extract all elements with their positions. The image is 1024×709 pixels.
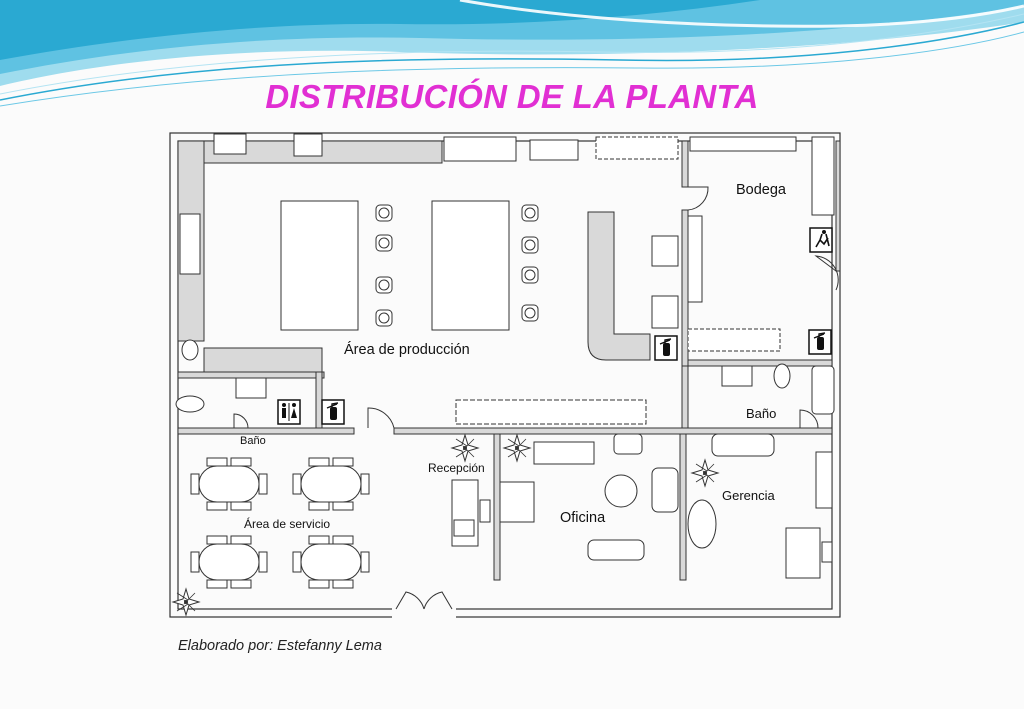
label-production: Área de producción — [344, 341, 470, 358]
shelf-bodega-right — [811, 136, 835, 216]
office-chair — [613, 433, 643, 455]
gerencia-meeting-table — [687, 499, 717, 549]
doors — [367, 186, 839, 610]
restroom-icon — [277, 399, 301, 425]
wall-office-left — [493, 433, 501, 581]
wave-highlight — [459, 0, 1024, 28]
wall-bath-right-top — [687, 359, 833, 367]
office-desk-side — [499, 481, 535, 523]
bath-sink-left — [235, 377, 267, 399]
front-door-gap — [392, 607, 456, 619]
wall-mid-horizontal — [177, 427, 355, 435]
shelf-bodega-bottom — [687, 328, 781, 352]
label-bathroom-left: Baño — [240, 435, 266, 447]
door-front-right — [423, 591, 453, 610]
wave-line-2 — [0, 31, 1024, 107]
shelf-bodega-left — [687, 215, 703, 303]
outer-wall-outline — [169, 132, 841, 618]
page-title: DISTRIBUCIÓN DE LA PLANTA — [265, 78, 759, 115]
stove-top — [529, 139, 579, 161]
wall-bodega-left — [681, 140, 689, 188]
office-sofa-bottom — [587, 539, 645, 561]
sink-small — [181, 339, 199, 361]
plant-icon — [691, 459, 719, 487]
office-sofa-right — [651, 467, 679, 513]
counter-curved — [587, 211, 651, 361]
label-service: Área de servicio — [244, 516, 330, 531]
bath-sink-right — [721, 365, 753, 387]
emergency-exit-icon — [809, 227, 833, 253]
plant-icon — [503, 434, 531, 462]
appliance-1 — [213, 133, 247, 155]
sink-left — [179, 213, 201, 275]
wall-bath-left-top — [177, 371, 325, 379]
gerencia-sofa — [711, 433, 775, 457]
wall-mid-horizontal-2 — [393, 427, 833, 435]
label-warehouse: Bodega — [736, 182, 787, 198]
office-furniture — [499, 433, 833, 579]
plant-icon — [172, 588, 200, 616]
fire-extinguisher-icon — [654, 335, 678, 361]
production-tables — [280, 200, 510, 331]
door-bodega — [687, 186, 709, 211]
office-desk — [533, 441, 595, 465]
toilet-right — [773, 363, 791, 389]
gerencia-shelf — [815, 451, 833, 509]
wall-gerencia-left — [679, 433, 687, 581]
bathtub-right — [811, 365, 835, 415]
door-bodega-exit — [814, 255, 839, 291]
top-appliances — [179, 133, 835, 425]
reception-desk — [451, 479, 491, 547]
counter-shelf-horizontal — [455, 399, 647, 425]
label-bathroom-right: Baño — [746, 406, 776, 421]
sink-top — [443, 136, 517, 162]
door-front-left — [395, 591, 425, 610]
plant-icon — [451, 434, 479, 462]
label-reception: Recepción — [428, 461, 485, 475]
gerencia-desk — [785, 527, 821, 579]
door-bath-right — [799, 409, 819, 429]
production-table-1 — [280, 200, 359, 331]
wave-line-1 — [0, 21, 1024, 101]
label-management: Gerencia — [722, 488, 776, 503]
appliance-2 — [293, 133, 323, 157]
door-bath-left — [233, 413, 249, 429]
wall-bath-right-left — [681, 365, 689, 429]
toilet-left — [175, 395, 205, 413]
stove-2 — [651, 295, 679, 329]
header-waves — [0, 0, 1024, 107]
fire-extinguisher-icon — [808, 329, 832, 355]
wall-bodega-right — [835, 140, 841, 272]
safety-icons — [277, 227, 833, 425]
stove-1 — [651, 235, 679, 267]
office-table — [604, 474, 638, 508]
reception-register — [453, 519, 475, 537]
reception-chair — [479, 499, 491, 523]
bathroom-left-fixtures — [175, 377, 267, 429]
fire-extinguisher-icon — [321, 399, 345, 425]
counter-bottom-left — [203, 347, 323, 373]
shelf-bodega-top — [689, 136, 797, 152]
label-office: Oficina — [560, 510, 606, 526]
credit-line: Elaborado por: Estefanny Lema — [178, 638, 382, 654]
bathroom-right-fixtures — [721, 363, 835, 429]
production-table-2 — [431, 200, 510, 331]
shelf-top — [595, 136, 679, 160]
door-production-lower — [367, 407, 395, 429]
wall-bath-left-right — [315, 371, 323, 429]
gerencia-chair — [821, 541, 833, 563]
wave-line-3 — [0, 13, 1024, 95]
